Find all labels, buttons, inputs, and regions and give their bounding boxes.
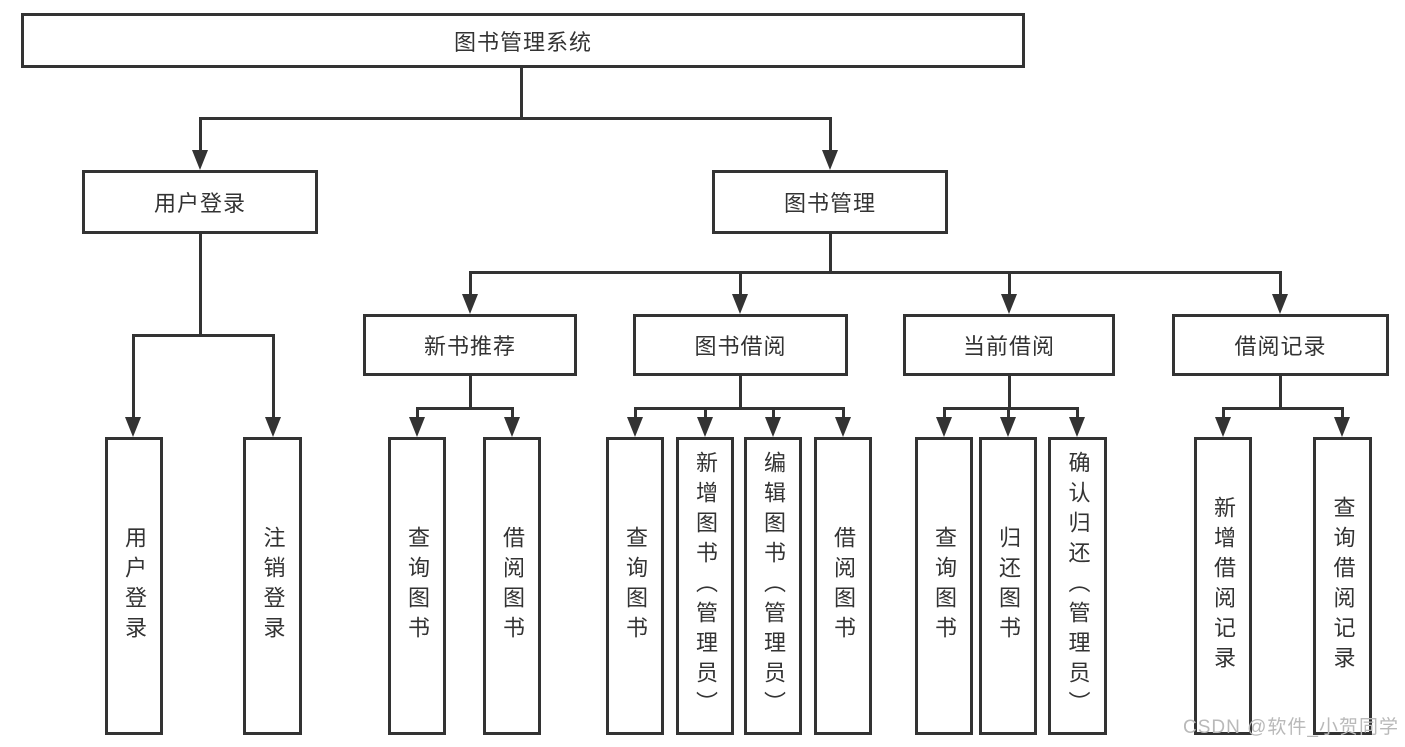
connector-arrow-shaft bbox=[271, 335, 275, 421]
leaf-logout: 注销登录 bbox=[243, 437, 302, 735]
leaf-label: 确认归还（管理员） bbox=[1065, 451, 1091, 721]
down-arrowhead-icon bbox=[835, 417, 851, 437]
leaf-edit-books-admin: 编辑图书（管理员） bbox=[744, 437, 802, 735]
leaf-label: 编辑图书（管理员） bbox=[761, 451, 786, 721]
node-label: 图书管理系统 bbox=[453, 29, 592, 55]
connector-vline bbox=[738, 376, 742, 408]
node-label: 用户登录 bbox=[153, 191, 246, 216]
connector-vline bbox=[198, 234, 202, 335]
connector-arrow-shaft bbox=[942, 408, 946, 421]
connector-hline bbox=[942, 406, 1079, 410]
node-book-borrow: 图书借阅 bbox=[633, 314, 848, 376]
connector-arrow-shaft bbox=[771, 408, 775, 421]
connector-arrow-shaft bbox=[633, 408, 637, 421]
node-book-management: 图书管理 bbox=[712, 170, 948, 234]
down-arrowhead-icon bbox=[192, 150, 208, 170]
leaf-borrow-query-books: 查询图书 bbox=[606, 437, 664, 735]
down-arrowhead-icon bbox=[936, 417, 952, 437]
connector-arrow-shaft bbox=[841, 408, 845, 421]
leaf-label: 查询图书 bbox=[623, 526, 648, 646]
down-arrowhead-icon bbox=[1272, 294, 1288, 314]
leaf-label: 用户登录 bbox=[122, 526, 147, 646]
node-current-borrow: 当前借阅 bbox=[903, 314, 1115, 376]
leaf-recommend-query-books: 查询图书 bbox=[388, 437, 446, 735]
connector-arrow-shaft bbox=[738, 272, 742, 298]
leaf-return-books: 归还图书 bbox=[979, 437, 1037, 735]
leaf-label: 新增图书（管理员） bbox=[693, 451, 718, 721]
node-label: 图书借阅 bbox=[694, 334, 787, 359]
connector-vline bbox=[1007, 376, 1011, 408]
connector-arrow-shaft bbox=[468, 272, 472, 298]
connector-arrow-shaft bbox=[510, 408, 514, 421]
down-arrowhead-icon bbox=[732, 294, 748, 314]
leaf-borrow-books: 借阅图书 bbox=[814, 437, 872, 735]
down-arrowhead-icon bbox=[1215, 417, 1231, 437]
leaf-label: 新增借阅记录 bbox=[1211, 496, 1236, 676]
down-arrowhead-icon bbox=[1069, 417, 1085, 437]
connector-arrow-shaft bbox=[198, 118, 202, 154]
down-arrowhead-icon bbox=[1000, 417, 1016, 437]
connector-arrow-shaft bbox=[1278, 272, 1282, 298]
connector-hline bbox=[415, 406, 514, 410]
down-arrowhead-icon bbox=[409, 417, 425, 437]
connector-arrow-shaft bbox=[1221, 408, 1225, 421]
leaf-label: 归还图书 bbox=[996, 526, 1021, 646]
connector-hline bbox=[131, 333, 275, 337]
down-arrowhead-icon bbox=[627, 417, 643, 437]
connector-hline bbox=[468, 270, 1282, 274]
leaf-label: 查询借阅记录 bbox=[1330, 496, 1356, 676]
leaf-label: 借阅图书 bbox=[500, 526, 525, 646]
connector-vline bbox=[519, 68, 523, 118]
node-label: 借阅记录 bbox=[1234, 334, 1327, 359]
leaf-label: 查询图书 bbox=[405, 526, 430, 646]
down-arrowhead-icon bbox=[504, 417, 520, 437]
leaf-confirm-return-admin: 确认归还（管理员） bbox=[1048, 437, 1107, 735]
leaf-current-query-books: 查询图书 bbox=[915, 437, 973, 735]
node-label: 新书推荐 bbox=[423, 334, 516, 359]
connector-arrow-shaft bbox=[1007, 272, 1011, 298]
connector-arrow-shaft bbox=[828, 118, 832, 154]
connector-arrow-shaft bbox=[703, 408, 707, 421]
leaf-label: 查询图书 bbox=[932, 526, 957, 646]
down-arrowhead-icon bbox=[462, 294, 478, 314]
leaf-add-borrow-record: 新增借阅记录 bbox=[1194, 437, 1252, 735]
node-new-book-recommend: 新书推荐 bbox=[363, 314, 577, 376]
node-label: 当前借阅 bbox=[962, 334, 1055, 359]
connector-arrow-shaft bbox=[1340, 408, 1344, 421]
down-arrowhead-icon bbox=[697, 417, 713, 437]
watermark: CSDN @软件_小贺同学 bbox=[1183, 717, 1399, 738]
leaf-user-login: 用户登录 bbox=[105, 437, 163, 735]
down-arrowhead-icon bbox=[1001, 294, 1017, 314]
leaf-add-books-admin: 新增图书（管理员） bbox=[676, 437, 734, 735]
connector-hline bbox=[1221, 406, 1344, 410]
down-arrowhead-icon bbox=[822, 150, 838, 170]
connector-vline bbox=[828, 234, 832, 272]
leaf-label: 注销登录 bbox=[260, 526, 286, 646]
leaf-label: 借阅图书 bbox=[831, 526, 856, 646]
connector-hline bbox=[198, 116, 832, 120]
node-borrow-records: 借阅记录 bbox=[1172, 314, 1389, 376]
node-user-login: 用户登录 bbox=[82, 170, 318, 234]
down-arrowhead-icon bbox=[1334, 417, 1350, 437]
connector-vline bbox=[468, 376, 472, 408]
down-arrowhead-icon bbox=[765, 417, 781, 437]
down-arrowhead-icon bbox=[265, 417, 281, 437]
connector-arrow-shaft bbox=[415, 408, 419, 421]
down-arrowhead-icon bbox=[125, 417, 141, 437]
leaf-recommend-borrow-books: 借阅图书 bbox=[483, 437, 541, 735]
node-library-management-system: 图书管理系统 bbox=[21, 13, 1025, 68]
connector-arrow-shaft bbox=[131, 335, 135, 421]
node-label: 图书管理 bbox=[783, 191, 876, 216]
connector-hline bbox=[633, 406, 845, 410]
connector-arrow-shaft bbox=[1006, 408, 1010, 421]
leaf-query-borrow-record: 查询借阅记录 bbox=[1313, 437, 1372, 735]
connector-vline bbox=[1278, 376, 1282, 408]
connector-arrow-shaft bbox=[1075, 408, 1079, 421]
